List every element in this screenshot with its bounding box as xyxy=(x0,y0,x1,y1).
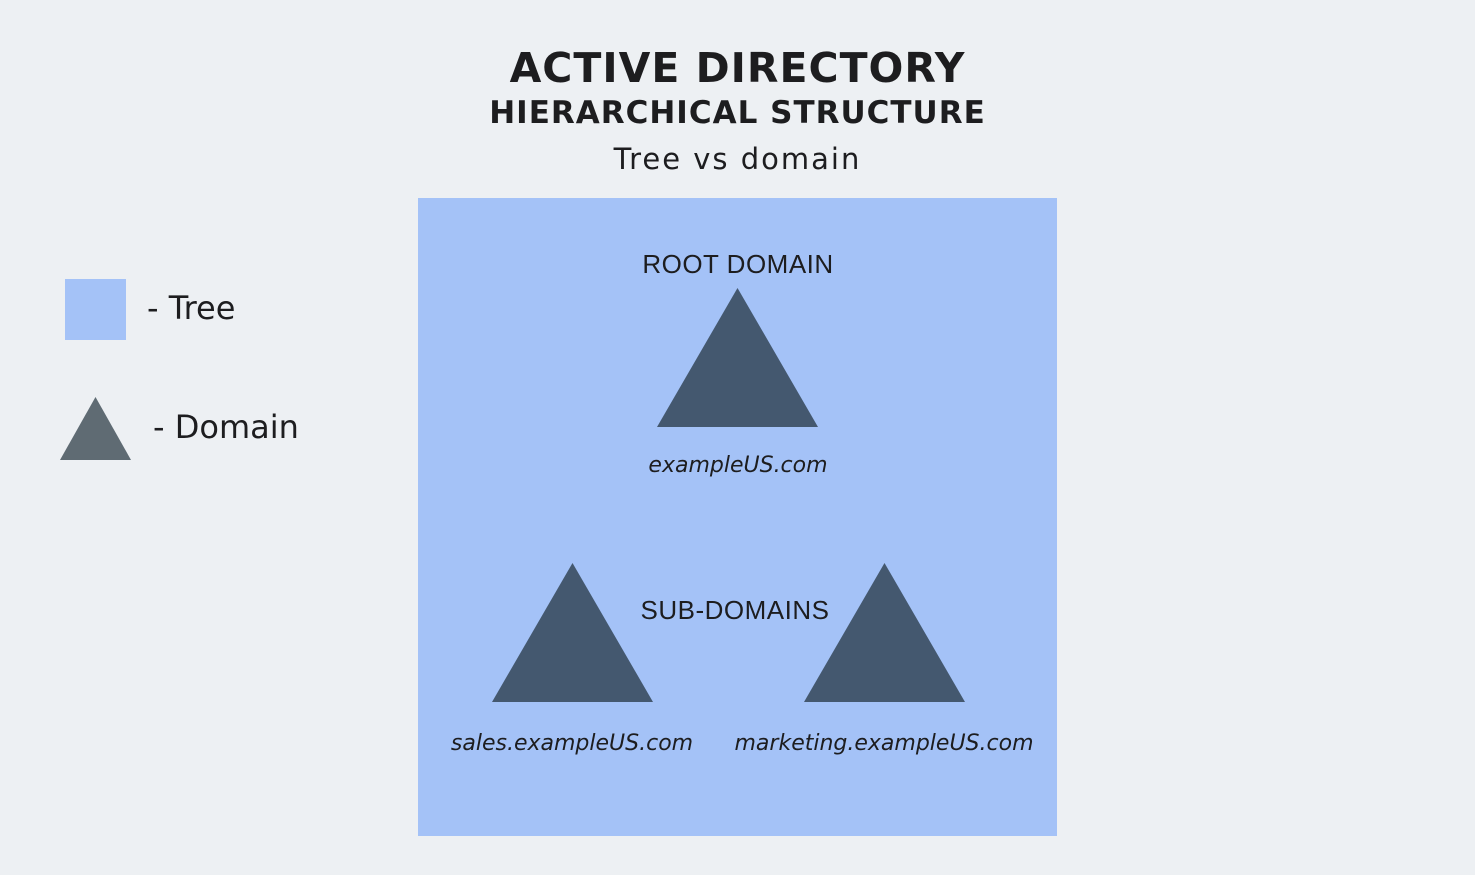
subdomains-heading: SUB-DOMAINS xyxy=(640,595,830,625)
legend-domain-triangle-icon xyxy=(60,397,131,460)
root-domain-triangle-icon xyxy=(657,288,818,427)
marketing-domain-triangle-icon xyxy=(804,563,965,702)
legend-tree-swatch xyxy=(65,279,126,340)
page-tagline: Tree vs domain xyxy=(613,142,862,176)
page-title: ACTIVE DIRECTORY xyxy=(509,44,966,92)
root-domain-heading: ROOT DOMAIN xyxy=(642,249,834,279)
legend-domain-label: - Domain xyxy=(153,408,299,446)
sales-domain-triangle-icon xyxy=(492,563,653,702)
marketing-subdomain-name: marketing.exampleUS.com xyxy=(734,731,1034,756)
sales-subdomain-name: sales.exampleUS.com xyxy=(450,731,694,756)
page-subtitle: HIERARCHICAL STRUCTURE xyxy=(489,95,986,131)
root-domain-name: exampleUS.com xyxy=(648,453,828,478)
legend-tree-label: - Tree xyxy=(147,289,236,327)
